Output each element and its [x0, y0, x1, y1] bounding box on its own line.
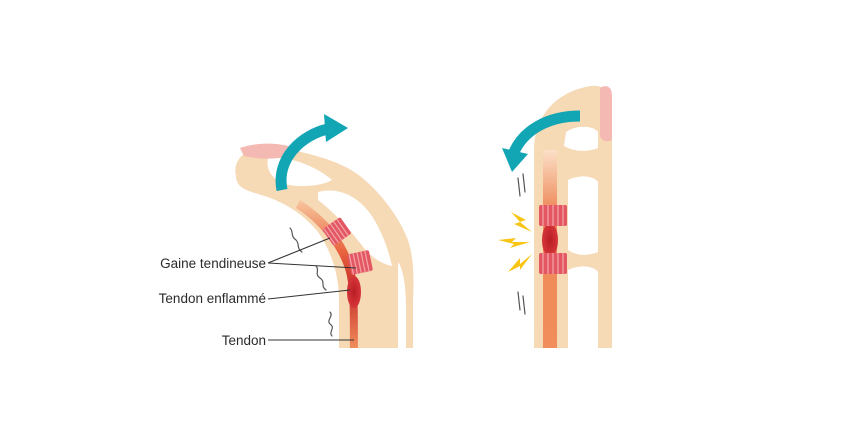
lightning-bolt-icon	[498, 238, 530, 248]
motion-line	[289, 227, 303, 253]
lightning-bolt-icon	[511, 212, 532, 232]
labels: Gaine tendineuse Tendon enflammé Tendon	[159, 237, 357, 348]
tendon-sheath-upper	[539, 205, 567, 226]
straight-finger	[498, 85, 612, 349]
label-tendon: Tendon	[222, 333, 266, 348]
curved-arrow-right-icon	[275, 114, 348, 192]
leader-sheath-upper	[267, 237, 331, 264]
label-sheath: Gaine tendineuse	[160, 256, 266, 271]
tendon-sheath-lower	[539, 253, 567, 274]
tendon-sheath-lower	[347, 250, 373, 275]
inflamed-tendon-knot	[347, 276, 361, 308]
motion-line	[315, 265, 327, 291]
leader-inflamed-tendon	[267, 289, 351, 300]
leader-sheath-lower	[267, 262, 357, 269]
vibration-mark	[517, 173, 526, 197]
vibration-mark	[517, 291, 526, 315]
lightning-bolt-icon	[508, 254, 532, 272]
fingernail	[600, 86, 612, 142]
curved-arrow-left-icon	[502, 110, 581, 172]
bent-finger	[235, 114, 414, 348]
inflamed-tendon-knot	[542, 223, 558, 257]
motion-line	[328, 311, 333, 337]
label-inflamed-tendon: Tendon enflammé	[159, 291, 266, 306]
